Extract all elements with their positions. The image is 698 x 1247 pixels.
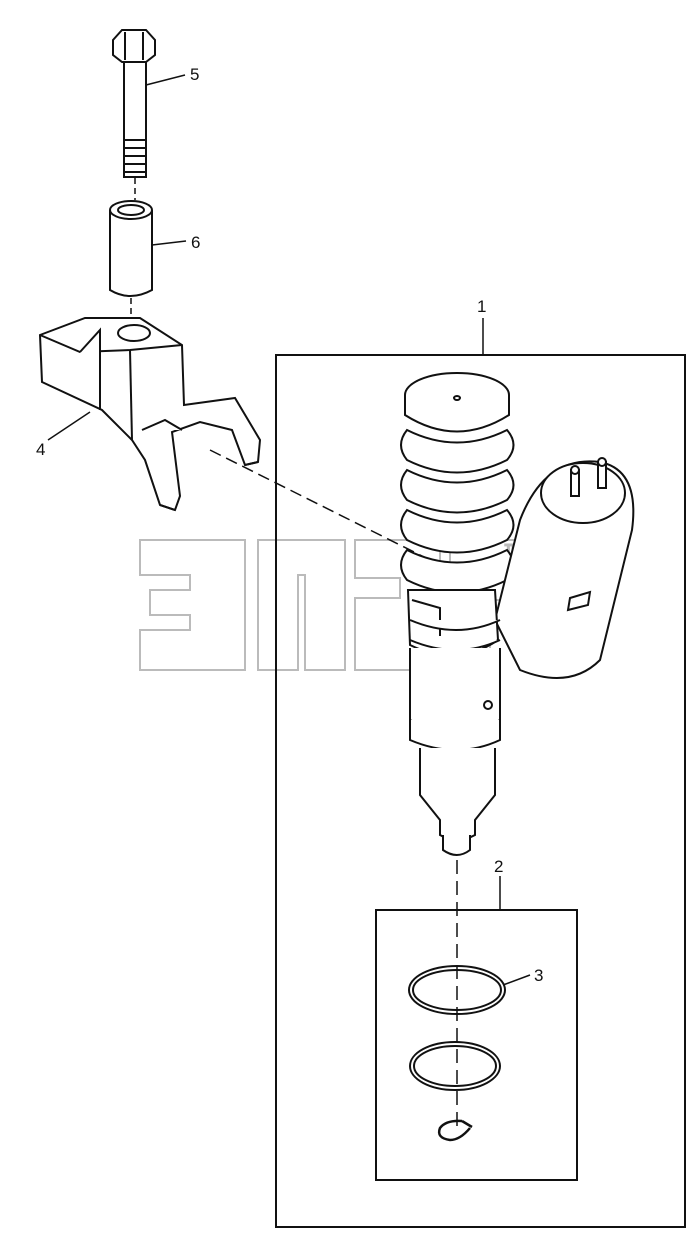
injector-1 — [400, 372, 635, 856]
bolt-5 — [112, 29, 156, 178]
seal-oring-small — [437, 1119, 473, 1142]
clamp-injector-alignment — [209, 449, 441, 566]
clamp-4 — [38, 317, 262, 512]
seal-ring-lower — [409, 1041, 501, 1091]
seal-kit-frame-2 — [375, 909, 578, 1181]
callout-2: 2 — [494, 857, 503, 876]
leader-3 — [502, 974, 531, 986]
sleeve-6 — [109, 200, 153, 297]
callout-6: 6 — [191, 233, 200, 252]
callout-4: 4 — [36, 440, 45, 459]
callout-5: 5 — [190, 65, 199, 84]
leader-4 — [47, 411, 91, 441]
leader-5 — [145, 74, 186, 86]
callout-1: 1 — [477, 297, 486, 316]
callout-3: 3 — [534, 966, 543, 985]
assembly-frame-1 — [275, 354, 686, 1228]
seal-ring-3 — [408, 965, 506, 1015]
leader-6 — [151, 240, 187, 246]
